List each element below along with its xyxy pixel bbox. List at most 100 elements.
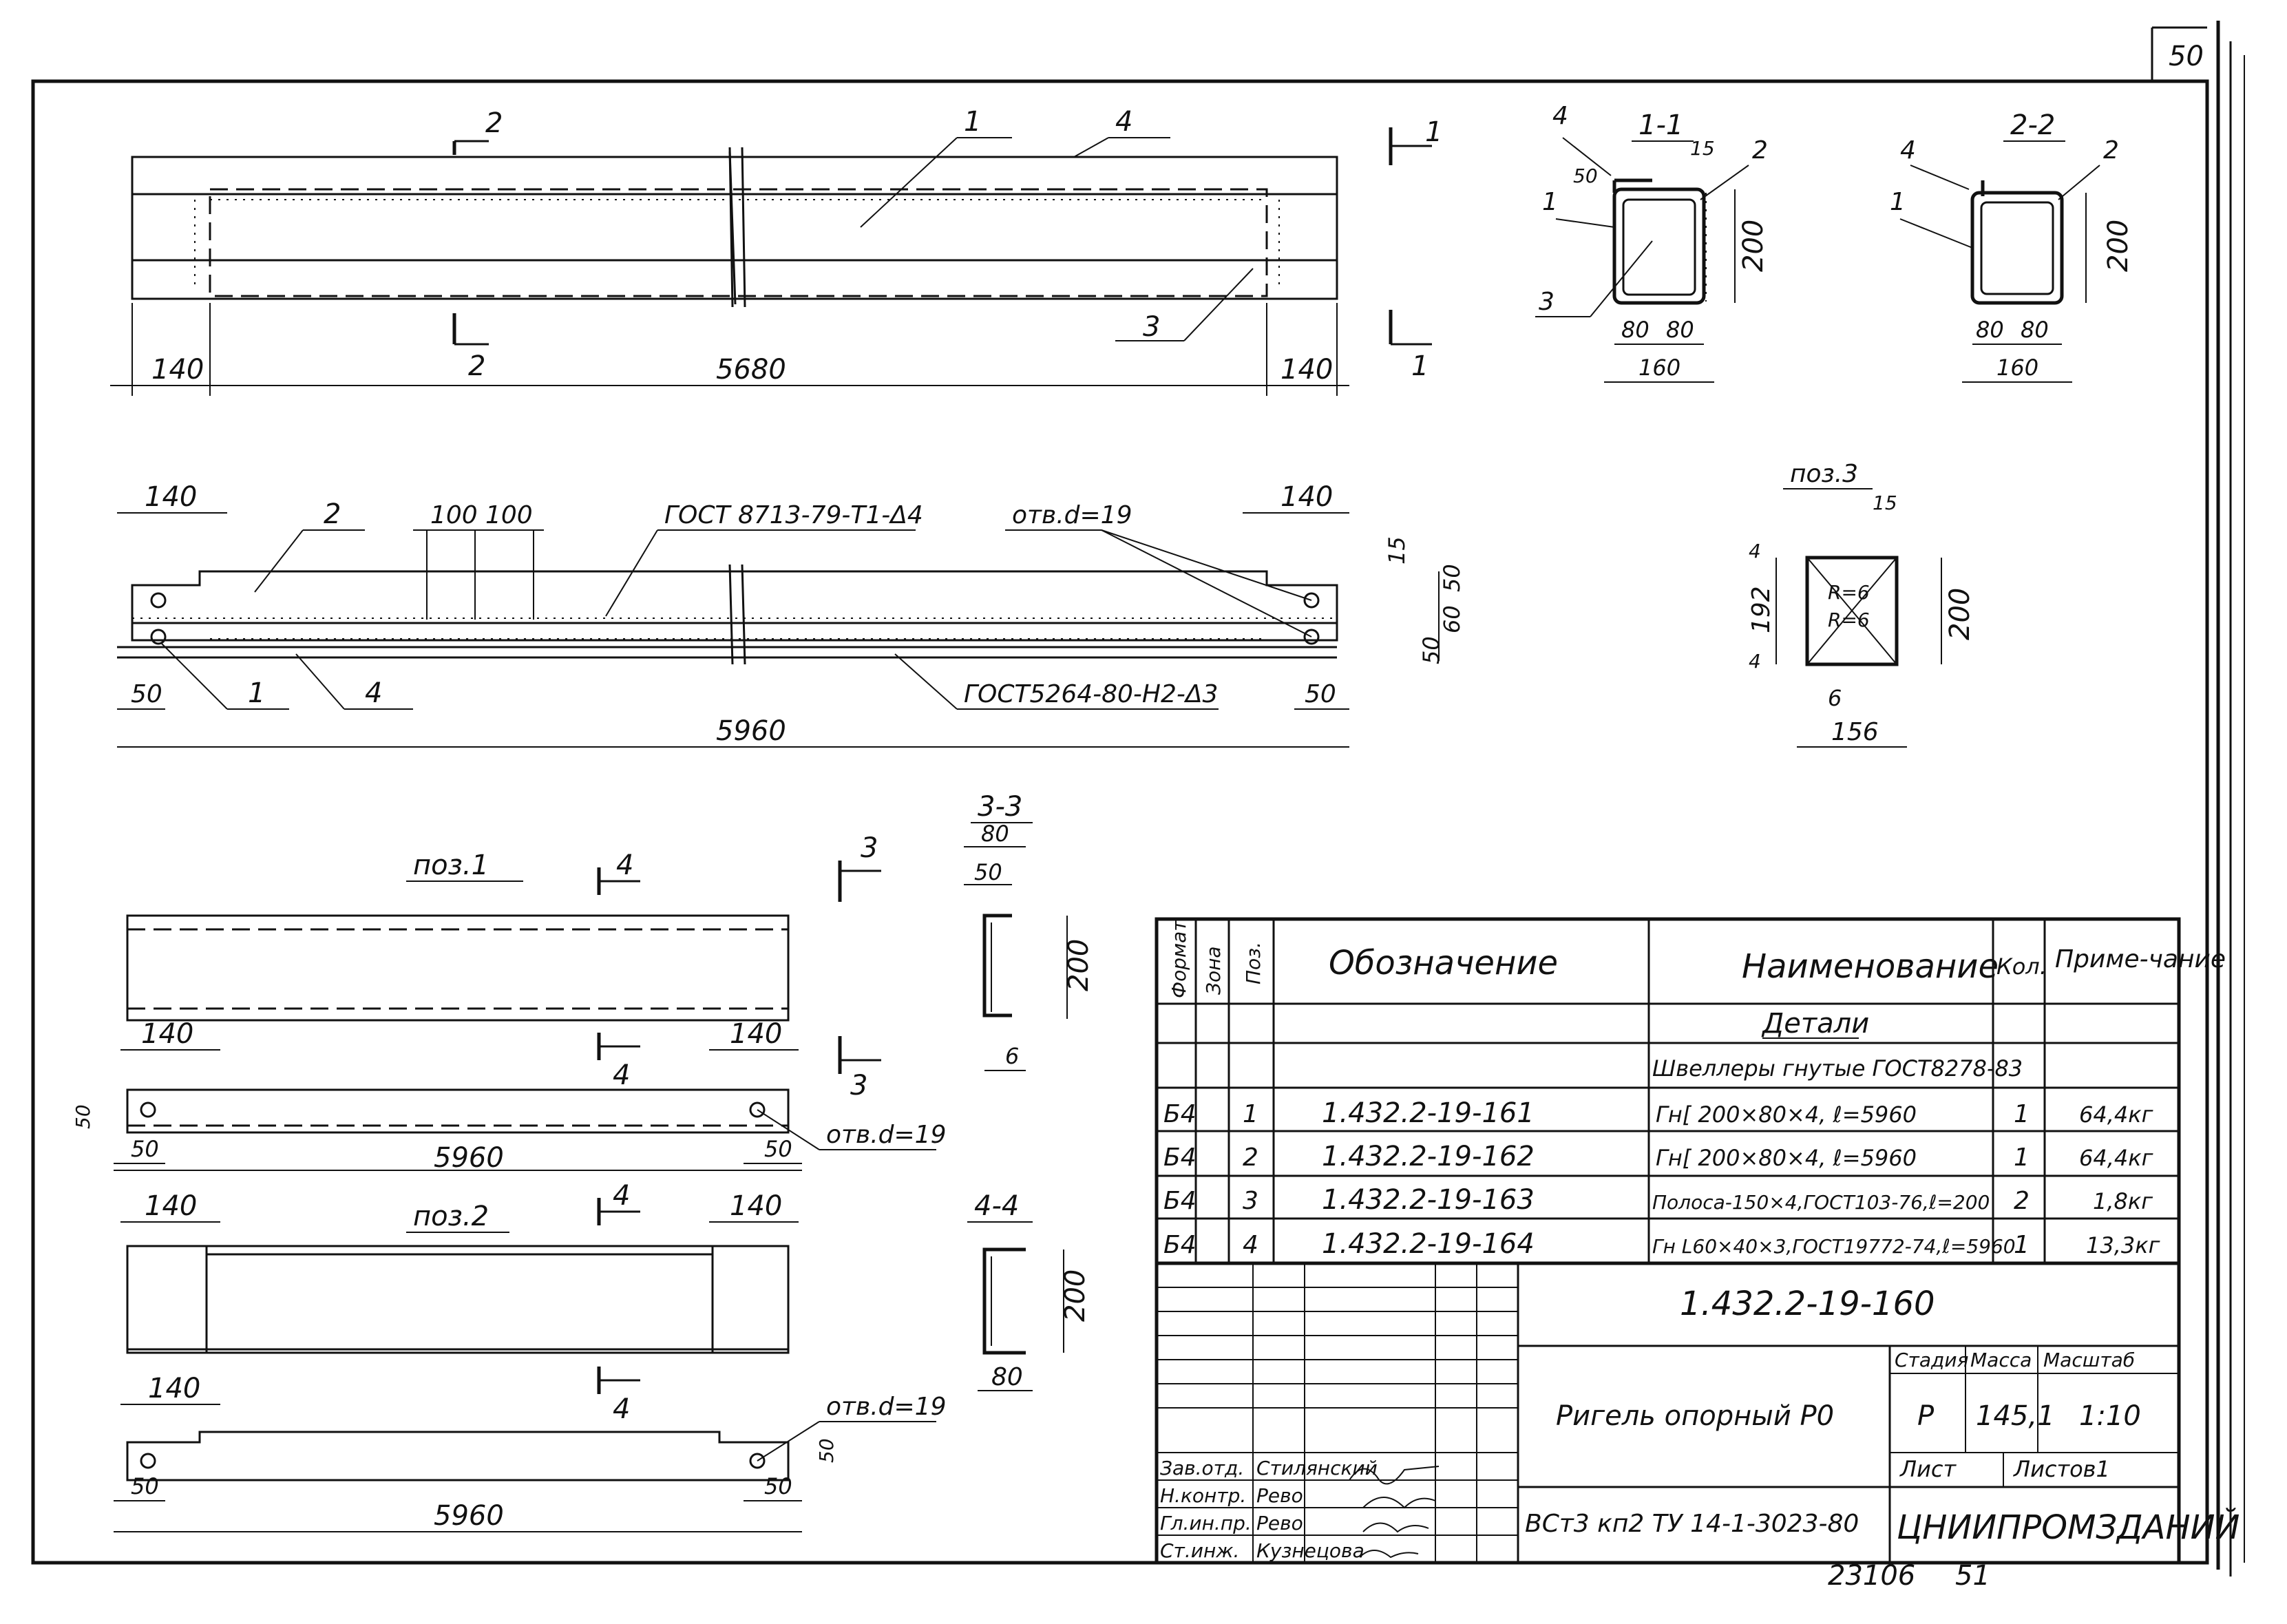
leader-pos-1: 1 — [964, 106, 981, 138]
dim-140-left: 140 — [151, 354, 204, 386]
section-2-bottom-mark: 2 — [468, 350, 485, 382]
row-1-name: Гн[ 200×80×4, ℓ=5960 — [1656, 1101, 1917, 1128]
poz1-dim-50-right: 50 — [764, 1136, 792, 1162]
poz3-radius-2: R=6 — [1828, 609, 1870, 631]
side-dim-15: 15 — [1384, 536, 1410, 565]
role-2: Н.контр. — [1160, 1484, 1246, 1507]
section-2-2-dim-80b: 80 — [2021, 317, 2049, 343]
row-2-name: Гн[ 200×80×4, ℓ=5960 — [1656, 1145, 1917, 1171]
signature-3 — [1362, 1522, 1429, 1533]
header-format: Формат — [1168, 920, 1190, 998]
poz3-dim-192: 192 — [1747, 586, 1775, 633]
page-number: 50 — [2169, 41, 2204, 72]
section-2-2-leader-2: 2 — [2103, 136, 2119, 165]
weld-note-bottom: ГОСТ5264-80-Н2-Δ3 — [964, 680, 1218, 708]
document-code: 1.432.2-19-160 — [1680, 1285, 1935, 1323]
side-leader-4: 4 — [365, 677, 382, 709]
poz2-dim-50-right: 50 — [764, 1473, 792, 1499]
organization: ЦНИИПРОМЗДАНИЙ — [1897, 1508, 2239, 1547]
side-dim-100-a: 100 — [430, 501, 478, 529]
section-4-4-dim-80: 80 — [991, 1363, 1023, 1391]
row-2-pos: 2 — [1243, 1143, 1258, 1172]
poz2-dim-50-left: 50 — [131, 1473, 159, 1499]
side-leader-1: 1 — [248, 677, 265, 709]
side-dim-5960: 5960 — [716, 715, 786, 747]
role-2-name: Рево — [1256, 1484, 1303, 1507]
section-1-1-dim-200: 200 — [1738, 220, 1769, 272]
row-4-name: Гн L60×40×3,ГОСТ19772-74,ℓ=5960 — [1652, 1235, 2016, 1258]
stage-label: Стадия — [1895, 1349, 1968, 1371]
section-1-1-dim-50: 50 — [1573, 165, 1598, 187]
section-2-2-leader-1: 1 — [1890, 188, 1906, 216]
poz1-dim-50: 50 — [72, 1104, 94, 1129]
side-dim-50-right: 50 — [1305, 680, 1336, 708]
sheets-label: Листов1 — [2013, 1456, 2110, 1482]
poz1-section-mark-top: 4 — [616, 850, 633, 881]
material-spec: ВСт3 кп2 ТУ 14-1-3023-80 — [1525, 1510, 1859, 1538]
side-leader-2: 2 — [324, 498, 341, 530]
poz2-section-mark-top: 4 — [613, 1180, 630, 1212]
section-3-3-title: 3-3 — [978, 791, 1022, 823]
drawing-frame: 50 23106 51 — [31, 21, 2245, 1592]
group-channels: Швеллеры гнутые ГОСТ8278-83 — [1652, 1055, 2023, 1082]
header-note: Приме-чание — [2055, 945, 2226, 973]
scale-value: 1:10 — [2079, 1400, 2141, 1432]
mass-value: 145,1 — [1976, 1400, 2055, 1432]
role-1: Зав.отд. — [1160, 1457, 1244, 1479]
section-2-2: 2-2 4 2 1 200 80 80 160 — [1890, 109, 2134, 383]
poz3-title: поз.3 — [1790, 460, 1858, 488]
section-2-2-leader-4: 4 — [1900, 136, 1916, 165]
row-3-pos: 3 — [1243, 1187, 1258, 1215]
section-1-1-dim-15: 15 — [1690, 137, 1715, 160]
poz1-dim-5960: 5960 — [434, 1142, 504, 1174]
row-2-note: 64,4кг — [2079, 1145, 2153, 1171]
section-3-3-dim-6: 6 — [1005, 1043, 1019, 1069]
bottom-number-left: 23106 — [1828, 1560, 1915, 1592]
poz1-hole-note: отв.d=19 — [826, 1121, 946, 1149]
stage-value: Р — [1917, 1400, 1935, 1432]
role-1-name: Стилянский — [1256, 1457, 1378, 1479]
poz2-hole-note: отв.d=19 — [826, 1393, 946, 1421]
poz2-dim-140-bottom: 140 — [148, 1373, 200, 1404]
section-3-3-dim-80: 80 — [981, 821, 1009, 847]
section-2-2-title: 2-2 — [2010, 109, 2055, 141]
section-1-1-leader-2: 2 — [1752, 136, 1768, 165]
side-dim-50-b: 50 — [1418, 636, 1444, 664]
section-1-bottom-mark: 1 — [1411, 350, 1429, 382]
section-details: Детали — [1761, 1008, 1869, 1040]
mass-label: Масса — [1970, 1349, 2032, 1371]
hole-note-side: отв.d=19 — [1012, 501, 1132, 529]
sheet-label: Лист — [1899, 1456, 1957, 1482]
section-3-3-dim-50: 50 — [974, 859, 1002, 885]
scale-label: Масштаб — [2043, 1349, 2135, 1371]
section-1-1-leader-3: 3 — [1539, 288, 1554, 316]
row-3-note: 1,8кг — [2093, 1188, 2153, 1214]
poz3-dim-4a: 4 — [1749, 540, 1761, 562]
poz2-detail: поз.2 4 140 140 4 140 отв.d=19 50 50 50 … — [114, 1180, 946, 1532]
poz3-dim-200: 200 — [1944, 588, 1976, 640]
poz3-radius-1: R=6 — [1828, 581, 1870, 604]
row-4-note: 13,3кг — [2086, 1232, 2160, 1258]
row-3-name: Полоса-150×4,ГОСТ103-76,ℓ=200 — [1652, 1191, 1990, 1214]
section-1-top-mark: 1 — [1425, 116, 1442, 148]
weld-note-top: ГОСТ 8713-79-Т1-Δ4 — [664, 501, 923, 529]
header-pos: Поз. — [1242, 942, 1265, 984]
row-2-designation: 1.432.2-19-162 — [1322, 1141, 1535, 1172]
role-3-name: Рево — [1256, 1512, 1303, 1535]
section-1-1-title: 1-1 — [1638, 109, 1683, 141]
side-dim-50-left: 50 — [131, 680, 162, 708]
dim-140-right: 140 — [1280, 354, 1333, 386]
poz2-dim-50: 50 — [815, 1438, 838, 1463]
section-3-3-mark-top: 3 — [861, 832, 878, 864]
section-1-1: 1-1 4 2 1 3 50 15 200 80 80 160 — [1535, 102, 1769, 383]
spec-row: Б4 2 1.432.2-19-162 Гн[ 200×80×4, ℓ=5960… — [1163, 1141, 2153, 1172]
poz3-dim-156: 156 — [1831, 718, 1879, 746]
row-4-designation: 1.432.2-19-164 — [1322, 1228, 1535, 1260]
row-2-qty: 1 — [2014, 1143, 2030, 1172]
section-3-3-dim-200: 200 — [1063, 939, 1095, 991]
poz1-dim-140-right: 140 — [730, 1018, 782, 1050]
row-4-qty: 1 — [2014, 1231, 2030, 1259]
spec-row: Б4 3 1.432.2-19-163 Полоса-150×4,ГОСТ103… — [1163, 1184, 2153, 1216]
spec-row: Б4 4 1.432.2-19-164 Гн L60×40×3,ГОСТ1977… — [1163, 1228, 2160, 1260]
side-view: 140 140 100 100 ГОСТ 8713-79-Т1-Δ4 отв.d… — [117, 481, 1465, 748]
